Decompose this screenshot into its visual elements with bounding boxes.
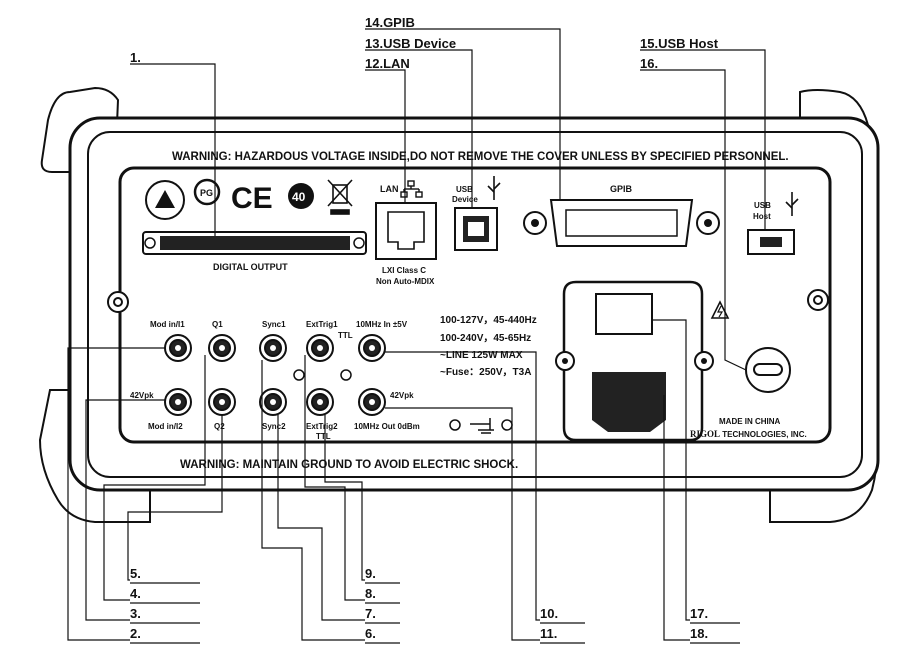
callout-11: 11. bbox=[540, 626, 557, 641]
bnc-exttrig1 bbox=[306, 334, 334, 362]
forty-text: 40 bbox=[292, 190, 306, 204]
warning-bottom-text: WARNING: MAINTAIN GROUND TO AVOID ELECTR… bbox=[180, 459, 518, 471]
fuse-holder[interactable] bbox=[595, 293, 653, 335]
v42-right-label: 42Vpk bbox=[390, 391, 414, 400]
q1-label: Q1 bbox=[212, 320, 223, 329]
digital-output-connector bbox=[142, 231, 367, 255]
callout-4: 4. bbox=[130, 586, 141, 601]
bnc-q1 bbox=[208, 334, 236, 362]
side-screws bbox=[107, 289, 829, 313]
callout-12: 12.LAN bbox=[365, 56, 410, 71]
ac-power-socket[interactable] bbox=[592, 372, 666, 432]
mhz-out-label: 10MHz Out 0dBm bbox=[354, 422, 420, 431]
callout-1: 1. bbox=[130, 50, 141, 65]
leader-lines bbox=[67, 28, 766, 641]
brand-text: RIGOL TECHNOLOGIES, INC. bbox=[690, 429, 807, 439]
v42-left-label: 42Vpk bbox=[130, 391, 154, 400]
mod-in2-label: Mod in/I2 bbox=[148, 422, 183, 431]
sync2-label: Sync2 bbox=[262, 422, 286, 431]
ttl-top-label: TTL bbox=[338, 331, 353, 340]
digital-output-label: DIGITAL OUTPUT bbox=[213, 262, 288, 272]
forty-year-icon bbox=[288, 183, 314, 209]
bnc-exttrig2 bbox=[306, 388, 334, 416]
lan-label: LAN bbox=[380, 184, 399, 194]
callout-3: 3. bbox=[130, 606, 141, 621]
bnc-mod-in1 bbox=[164, 334, 192, 362]
bnc-mod-in2 bbox=[164, 388, 192, 416]
callout-7: 7. bbox=[365, 606, 376, 621]
callout-labels: 1. 14.GPIB 13.USB Device 12.LAN 15.USB H… bbox=[130, 15, 719, 641]
bnc-sync2 bbox=[259, 388, 287, 416]
callout-6: 6. bbox=[365, 626, 376, 641]
hazard-warning-icon bbox=[710, 300, 730, 319]
pg-mark-icon bbox=[193, 178, 221, 206]
bnc-10mhz-in bbox=[358, 334, 386, 362]
triangle-mark-icon bbox=[155, 190, 175, 208]
mod-in1-label: Mod in/I1 bbox=[150, 320, 185, 329]
callout-14: 14.GPIB bbox=[365, 15, 415, 30]
callout-9: 9. bbox=[365, 566, 376, 581]
callout-18: 18. bbox=[690, 626, 708, 641]
callout-2: 2. bbox=[130, 626, 141, 641]
q2-label: Q2 bbox=[214, 422, 225, 431]
spec-line-2: 100-240V，45-65Hz bbox=[440, 333, 531, 344]
mdix-label: Non Auto-MDIX bbox=[376, 277, 435, 286]
spec-line-1: 100-127V，45-440Hz bbox=[440, 315, 537, 326]
callout-16: 16. bbox=[640, 56, 658, 71]
chassis-ground-icon bbox=[470, 418, 494, 434]
chassis-inner bbox=[87, 131, 863, 478]
security-lock-slot[interactable] bbox=[745, 347, 791, 393]
bnc-10mhz-out bbox=[358, 388, 386, 416]
network-icon bbox=[400, 180, 423, 198]
callout-10: 10. bbox=[540, 606, 558, 621]
mhz-in-label: 10MHz In ±5V bbox=[356, 320, 408, 329]
bnc-screws bbox=[293, 369, 513, 431]
certification-icons: PG CE 40 bbox=[145, 178, 353, 220]
callout-5: 5. bbox=[130, 566, 141, 581]
bnc-connectors[interactable] bbox=[164, 334, 386, 416]
sync1-label: Sync1 bbox=[262, 320, 286, 329]
lxi-class-label: LXI Class C bbox=[382, 266, 426, 275]
exttrig2-label: ExtTrig2 bbox=[306, 422, 338, 431]
made-in-label: MADE IN CHINA bbox=[719, 417, 781, 426]
usb-host-label-1: USB bbox=[754, 201, 771, 210]
pg-text: PG bbox=[200, 188, 213, 198]
callout-8: 8. bbox=[365, 586, 376, 601]
callout-15: 15.USB Host bbox=[640, 36, 719, 51]
bnc-q2 bbox=[208, 388, 236, 416]
spec-line-4: ~Fuse：250V，T3A bbox=[440, 367, 531, 378]
callout-13: 13.USB Device bbox=[365, 36, 456, 51]
usb-device-label-2: Device bbox=[452, 195, 478, 204]
power-inlet-module bbox=[555, 280, 714, 442]
spec-line-3: ~LINE 125W MAX bbox=[440, 350, 523, 361]
ttl-bottom-label: TTL bbox=[316, 432, 331, 441]
gpib-label: GPIB bbox=[610, 184, 633, 194]
callout-underlines bbox=[130, 582, 740, 644]
bnc-sync1 bbox=[259, 334, 287, 362]
weee-bin-icon bbox=[327, 179, 353, 215]
usb-host-label-2: Host bbox=[753, 212, 771, 221]
ce-mark: CE bbox=[231, 182, 273, 215]
usb-device-label-1: USB bbox=[456, 185, 473, 194]
usb-host-icon bbox=[785, 192, 799, 216]
gpib-connector[interactable] bbox=[523, 199, 720, 247]
callout-17: 17. bbox=[690, 606, 708, 621]
usb-device-icon bbox=[487, 176, 501, 200]
warning-top-text: WARNING: HAZARDOUS VOLTAGE INSIDE,DO NOT… bbox=[172, 151, 789, 163]
exttrig1-label: ExtTrig1 bbox=[306, 320, 338, 329]
